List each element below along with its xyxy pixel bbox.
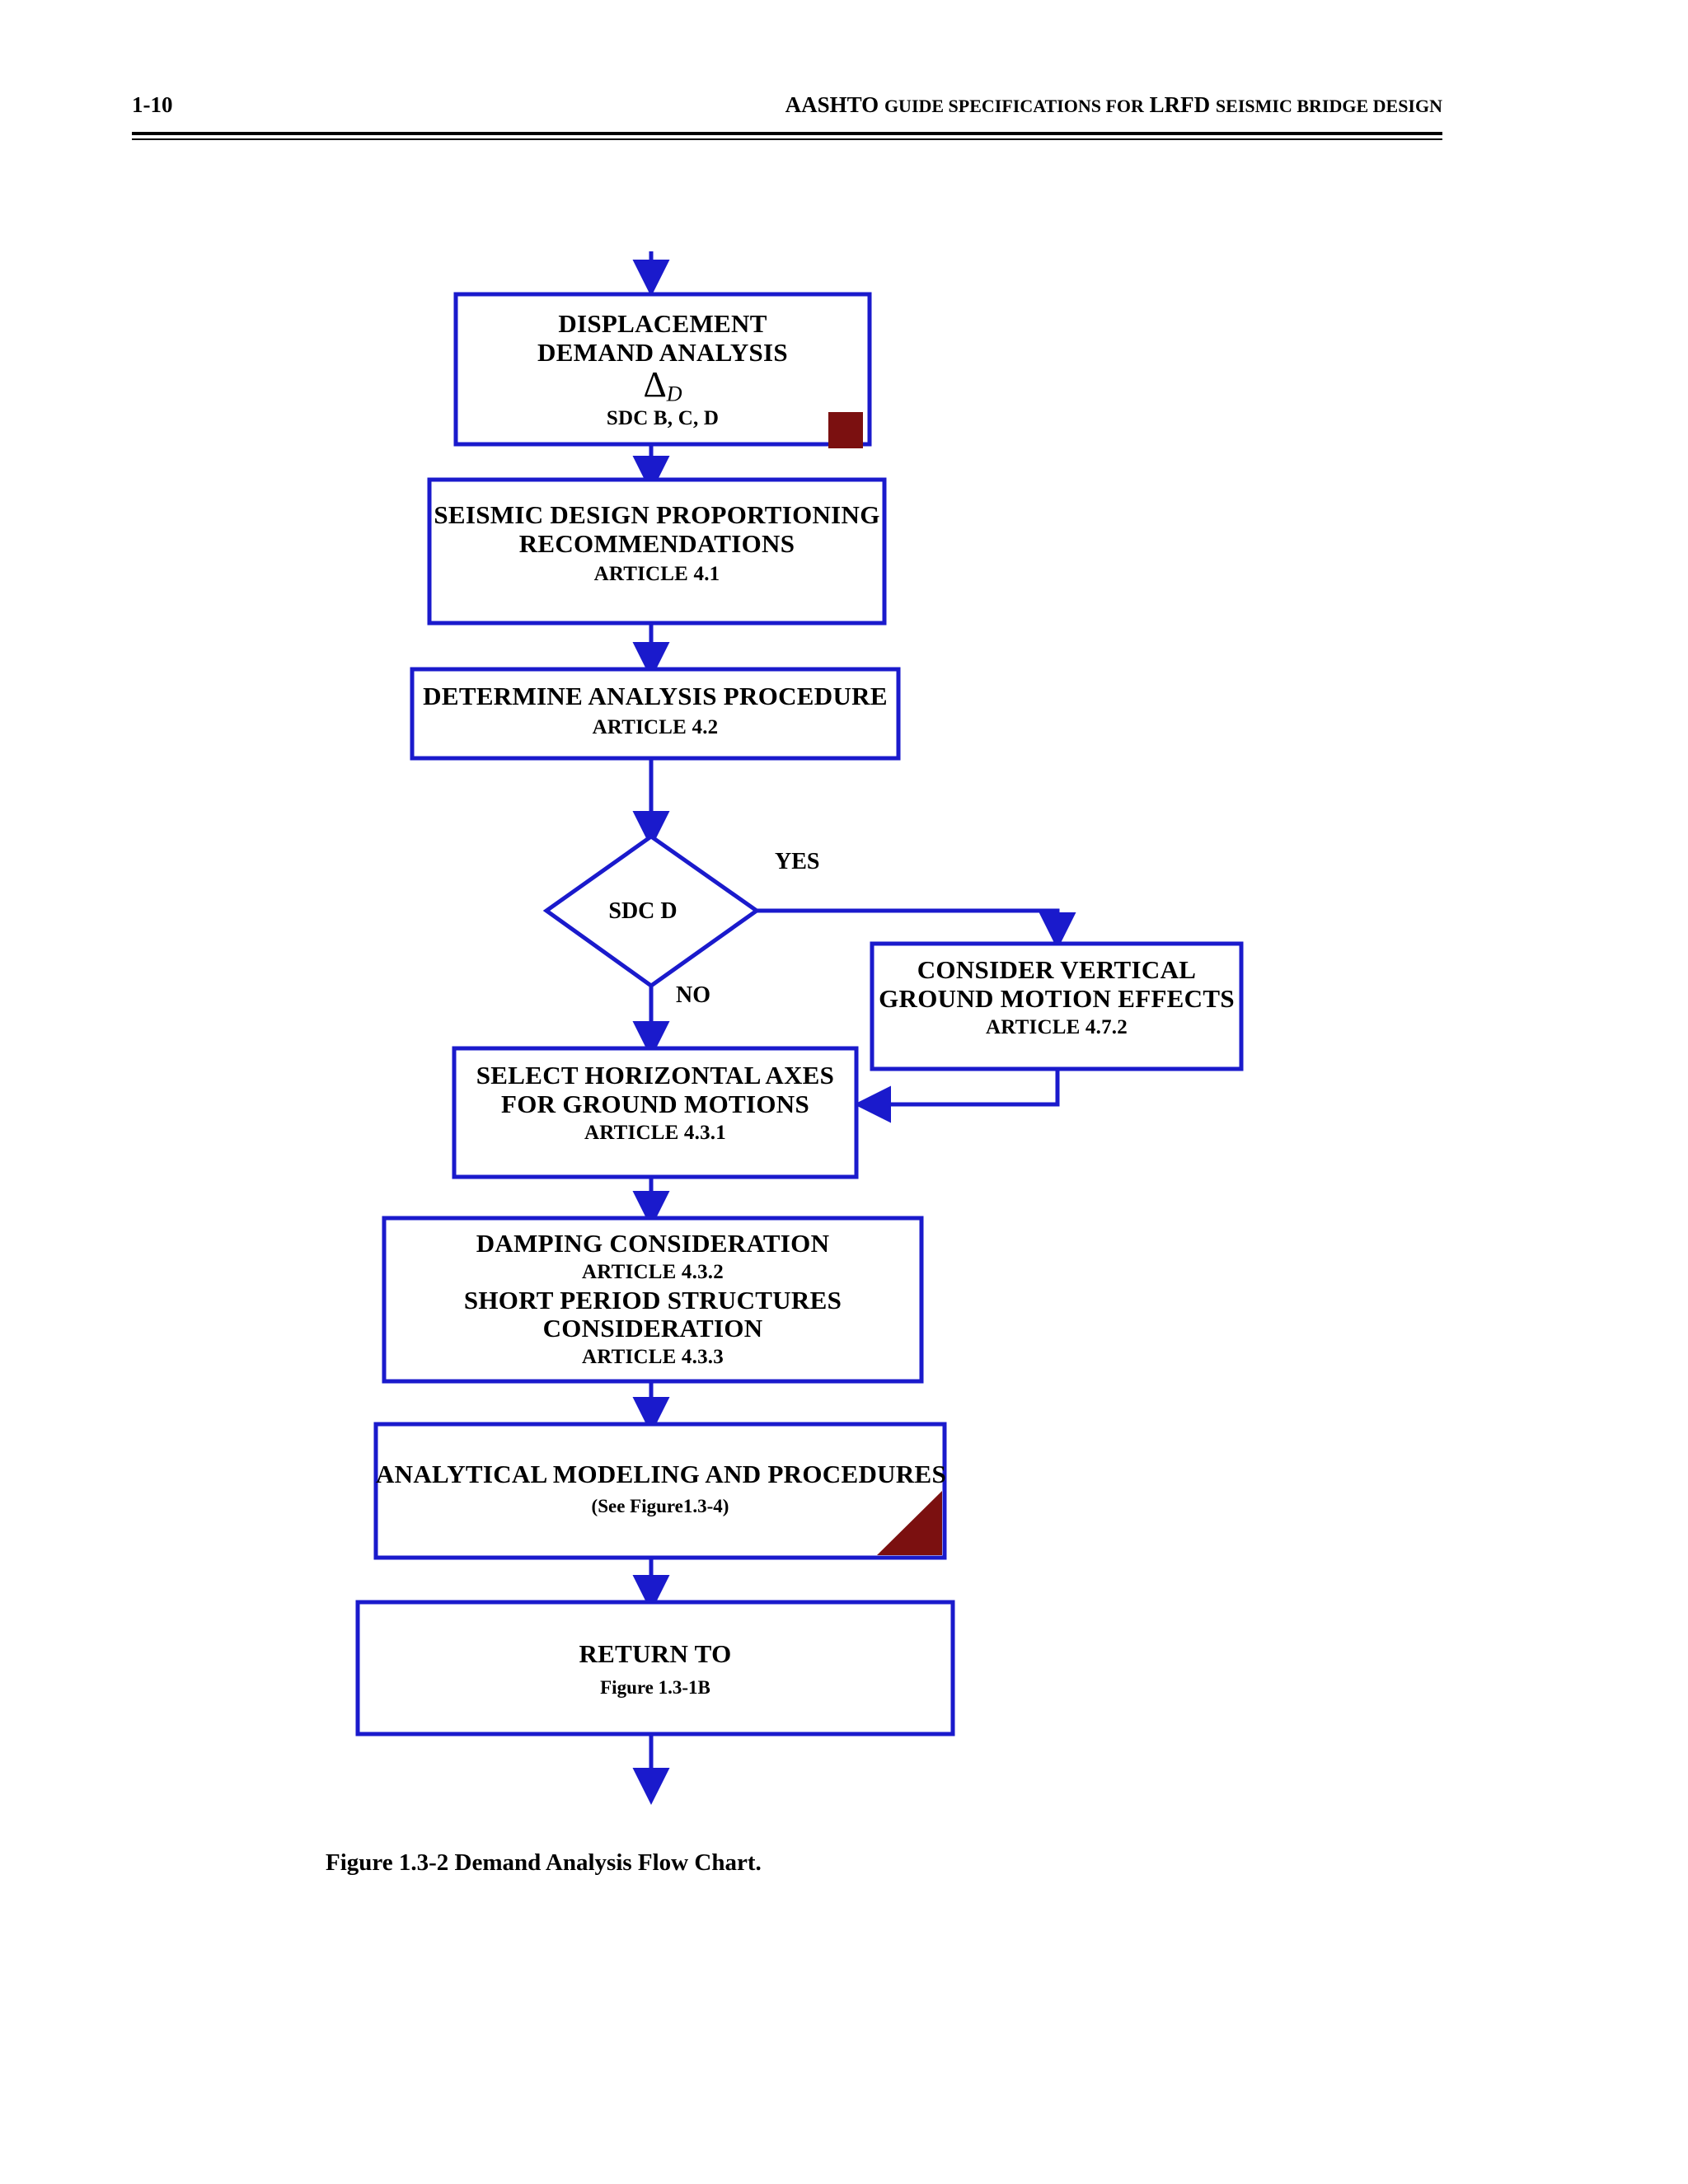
- node-damping-consideration: [382, 1216, 924, 1384]
- header-rule-thin: [132, 138, 1442, 140]
- page-number: 1-10: [132, 92, 173, 117]
- edge-vertical-to-horizontal: [853, 1069, 1060, 1123]
- node-determine-analysis-procedure: [410, 667, 901, 761]
- node-seismic-design-proportioning: [427, 477, 887, 626]
- edge-decision-yes-to-vertical: [757, 908, 1076, 950]
- node-return-to: [355, 1600, 955, 1736]
- node-displacement-demand-analysis: [453, 292, 872, 447]
- header-rule-thick: [132, 132, 1442, 135]
- page-header: 1-10 AASHTO GUIDE SPECIFICATIONS FOR LRF…: [132, 92, 1442, 143]
- running-title: AASHTO GUIDE SPECIFICATIONS FOR LRFD SEI…: [785, 92, 1442, 117]
- figure-caption: Figure 1.3-2 Demand Analysis Flow Chart.: [326, 1849, 762, 1876]
- red-square-marker-icon: [828, 412, 863, 448]
- node-consider-vertical-ground-motion: [870, 941, 1244, 1071]
- node-sdc-d-decision: [542, 833, 761, 989]
- node-select-horizontal-axes: [452, 1046, 859, 1179]
- node-analytical-modeling-and-procedures: [373, 1422, 947, 1560]
- red-triangle-marker-icon: [877, 1491, 942, 1555]
